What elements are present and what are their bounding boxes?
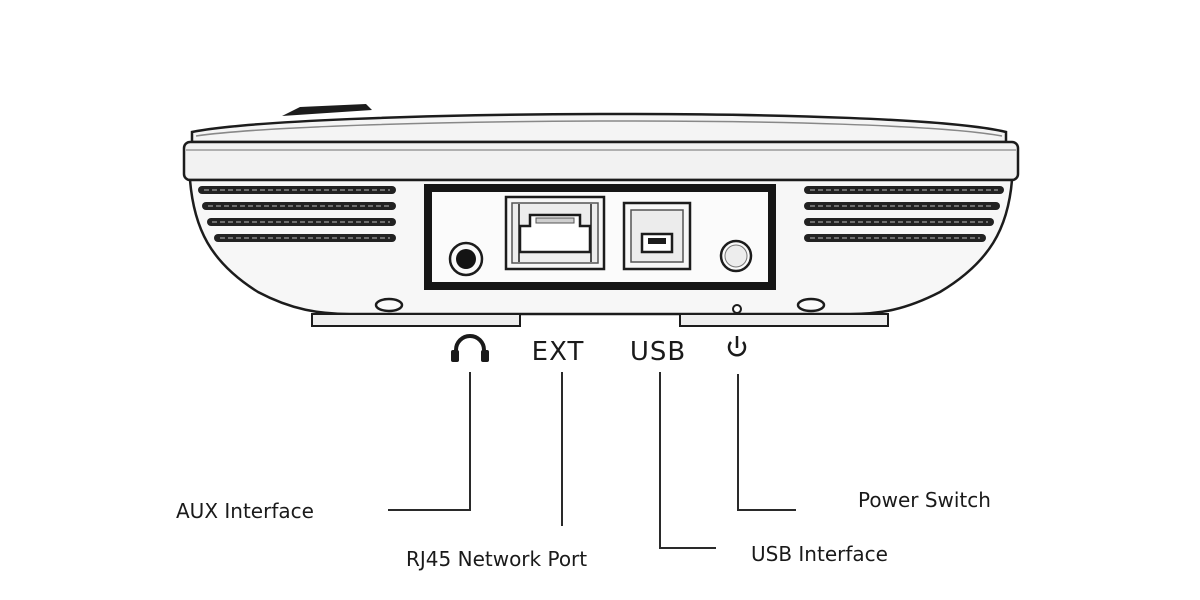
usb-label: USB — [630, 337, 686, 367]
usb-interface-label: USB Interface — [751, 542, 888, 566]
vent-right — [804, 186, 1004, 242]
headphones-icon — [451, 334, 489, 362]
rj45-port — [504, 195, 606, 271]
leader-usb — [659, 372, 716, 549]
power-switch-label: Power Switch — [858, 488, 991, 512]
power-button — [719, 239, 753, 273]
indicator-pin — [732, 304, 742, 314]
port-panel — [424, 184, 776, 290]
aux-jack — [448, 241, 484, 277]
screw-right — [796, 297, 826, 313]
device-body — [182, 104, 1020, 327]
ext-label: EXT — [532, 337, 585, 367]
rj45-network-port-label: RJ45 Network Port — [406, 547, 587, 571]
power-icon — [727, 336, 747, 357]
leader-aux — [388, 372, 471, 511]
aux-interface-label: AUX Interface — [176, 499, 314, 523]
screw-left — [374, 297, 404, 313]
usb-port — [622, 201, 692, 271]
leader-power — [737, 374, 796, 511]
vent-left — [198, 186, 396, 242]
